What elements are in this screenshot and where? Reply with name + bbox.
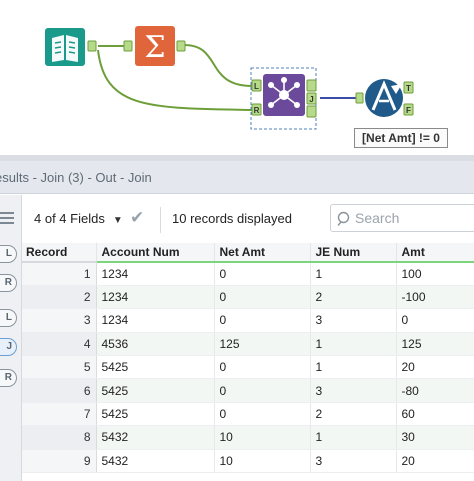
table-row[interactable]: 7 5425 0 2 60 <box>22 402 474 427</box>
net-amt-cell[interactable]: 10 <box>214 425 311 450</box>
table-row[interactable]: 4 4536 125 1 125 <box>22 332 474 357</box>
results-anchor-strip: L R L J R <box>0 195 22 481</box>
chevron-down-icon: ▼ <box>112 215 123 226</box>
je-num-cell[interactable]: 1 <box>310 355 397 380</box>
search-input[interactable] <box>355 207 474 229</box>
workflow-diagram: Σ L R J <box>45 26 414 130</box>
header-row: Record Account Num Net Amt JE Num Amt <box>22 243 474 263</box>
record-cell: 4 <box>22 332 97 357</box>
pane-divider[interactable] <box>0 155 474 161</box>
je-num-cell[interactable]: 1 <box>310 262 397 286</box>
table-row[interactable]: 9 5432 10 3 20 <box>22 449 474 474</box>
results-pane-title: esults - Join (3) - Out - Join <box>0 161 474 194</box>
account-num-cell[interactable]: 5425 <box>96 402 215 427</box>
summarize-tool[interactable]: Σ <box>123 26 186 66</box>
amt-cell[interactable]: -100 <box>396 285 474 310</box>
anchor-tag-join-j[interactable]: J <box>0 338 17 356</box>
je-num-cell[interactable]: 3 <box>310 308 397 333</box>
workflow-canvas[interactable]: Σ L R J <box>0 0 474 155</box>
account-num-cell[interactable]: 4536 <box>96 332 215 357</box>
net-amt-cell[interactable]: 0 <box>214 285 311 310</box>
record-cell: 6 <box>22 378 97 403</box>
column-header-amt[interactable]: Amt <box>396 243 474 263</box>
amt-cell[interactable]: 100 <box>396 262 474 286</box>
amt-cell[interactable]: 60 <box>396 402 474 427</box>
amt-cell[interactable]: 30 <box>396 425 474 450</box>
column-header-net-amt[interactable]: Net Amt <box>214 243 311 263</box>
table-row[interactable]: 1 1234 0 1 100 <box>22 262 474 286</box>
je-num-cell[interactable]: 2 <box>310 402 397 427</box>
column-header-account-num[interactable]: Account Num <box>96 243 215 263</box>
filter-tool[interactable]: T F <box>355 79 414 117</box>
join-tool[interactable]: L R J <box>250 67 317 130</box>
amt-cell[interactable]: 0 <box>396 308 474 333</box>
search-box[interactable] <box>330 204 474 232</box>
results-toolbar: 4 of 4 Fields ▼ ✔ 10 records displayed <box>22 195 474 243</box>
record-cell: 8 <box>22 425 97 450</box>
filter-expression-annotation: [Net Amt] != 0 <box>354 128 448 148</box>
amt-cell[interactable]: -80 <box>396 378 474 403</box>
table-row[interactable]: 3 1234 0 3 0 <box>22 308 474 333</box>
amt-cell[interactable]: 20 <box>396 449 474 474</box>
account-num-cell[interactable]: 5425 <box>96 378 215 403</box>
amt-cell[interactable]: 125 <box>396 332 474 357</box>
connection-input-to-join-right <box>97 49 253 111</box>
join-left-anchor-label: L <box>254 82 259 91</box>
je-num-cell[interactable]: 1 <box>310 425 397 450</box>
account-num-cell[interactable]: 1234 <box>96 285 215 310</box>
net-amt-cell[interactable]: 10 <box>214 449 311 474</box>
connection-summarize-to-join-left <box>183 44 253 87</box>
record-cell: 7 <box>22 402 97 427</box>
table-row[interactable]: 5 5425 0 1 20 <box>22 355 474 380</box>
record-cell: 1 <box>22 262 97 286</box>
net-amt-cell[interactable]: 0 <box>214 355 311 380</box>
input-data-tool[interactable] <box>45 28 97 66</box>
toolbar-separator <box>160 207 161 233</box>
record-cell: 9 <box>22 449 97 474</box>
results-grid[interactable]: Record Account Num Net Amt JE Num Amt 1 … <box>22 243 474 481</box>
net-amt-cell[interactable]: 0 <box>214 402 311 427</box>
column-header-je-num[interactable]: JE Num <box>310 243 397 263</box>
svg-text:Σ: Σ <box>144 30 165 65</box>
results-title-text: esults - Join (3) - Out - Join <box>0 170 152 185</box>
records-count: 10 records displayed <box>172 211 292 226</box>
record-cell: 5 <box>22 355 97 380</box>
table-row[interactable]: 8 5432 10 1 30 <box>22 425 474 450</box>
filter-false-anchor-label: F <box>406 106 411 115</box>
anchor-tag-l[interactable]: L <box>0 245 17 263</box>
filter-true-anchor-label: T <box>406 84 411 93</box>
fields-dropdown-label: 4 of 4 Fields <box>34 211 105 226</box>
record-cell: 3 <box>22 308 97 333</box>
hamburger-menu-icon[interactable] <box>0 212 14 228</box>
table-row[interactable]: 6 5425 0 3 -80 <box>22 378 474 403</box>
account-num-cell[interactable]: 5432 <box>96 425 215 450</box>
account-num-cell[interactable]: 5425 <box>96 355 215 380</box>
join-output-anchor-label: J <box>309 95 313 104</box>
search-icon <box>337 211 350 226</box>
net-amt-cell[interactable]: 0 <box>214 378 311 403</box>
account-num-cell[interactable]: 5432 <box>96 449 215 474</box>
column-header-record[interactable]: Record <box>22 243 97 263</box>
net-amt-cell[interactable]: 0 <box>214 308 311 333</box>
fields-dropdown[interactable]: 4 of 4 Fields ▼ <box>34 211 123 226</box>
record-cell: 2 <box>22 285 97 310</box>
je-num-cell[interactable]: 3 <box>310 378 397 403</box>
account-num-cell[interactable]: 1234 <box>96 262 215 286</box>
anchor-tag-join-l[interactable]: L <box>0 309 17 327</box>
table-row[interactable]: 2 1234 0 2 -100 <box>22 285 474 310</box>
join-right-anchor-label: R <box>254 106 260 115</box>
checkmark-icon[interactable]: ✔ <box>130 208 145 227</box>
results-table: Record Account Num Net Amt JE Num Amt 1 … <box>22 243 474 474</box>
je-num-cell[interactable]: 3 <box>310 449 397 474</box>
anchor-tag-r[interactable]: R <box>0 274 17 292</box>
je-num-cell[interactable]: 2 <box>310 285 397 310</box>
anchor-tag-join-r[interactable]: R <box>0 369 17 387</box>
net-amt-cell[interactable]: 0 <box>214 262 311 286</box>
net-amt-cell[interactable]: 125 <box>214 332 311 357</box>
je-num-cell[interactable]: 1 <box>310 332 397 357</box>
account-num-cell[interactable]: 1234 <box>96 308 215 333</box>
amt-cell[interactable]: 20 <box>396 355 474 380</box>
